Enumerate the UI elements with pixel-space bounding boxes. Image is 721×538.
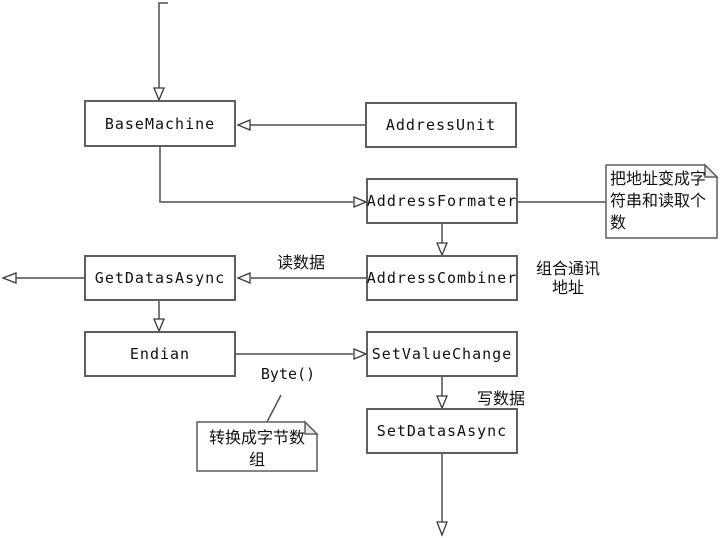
- node-label: Endian: [129, 345, 191, 363]
- arrowhead-left-basemachine: [236, 119, 251, 131]
- node-setdatasasync: SetDatasAsync: [366, 408, 518, 454]
- arrowhead-right-setvaluechange: [353, 348, 368, 360]
- node-label: SetDatasAsync: [376, 422, 508, 440]
- edge-label-byte-call: Byte(): [260, 365, 316, 383]
- arrowhead-down-basemachine: [153, 87, 165, 102]
- node-addressunit: AddressUnit: [365, 102, 517, 148]
- arrowhead-down-endian: [153, 318, 165, 333]
- connector-top-entry: [158, 2, 168, 95]
- connector-basemachine-addressformater: [159, 147, 353, 203]
- arrowhead-left-exit: [1, 272, 17, 284]
- node-endian: Endian: [84, 331, 236, 377]
- node-label: GetDatasAsync: [94, 269, 226, 287]
- note-address-format-text: 把地址变成字符串和读取个数: [610, 171, 707, 232]
- edge-label-write-data: 写数据: [476, 391, 525, 408]
- node-basemachine: BaseMachine: [84, 100, 236, 147]
- node-label: BaseMachine: [104, 114, 216, 133]
- node-getdatasasync: GetDatasAsync: [84, 255, 236, 301]
- note-fold-icon: [304, 420, 319, 435]
- arrowhead-down-exit: [436, 521, 448, 537]
- note-fold-icon: [704, 163, 719, 178]
- note-byte-array-text: 转换成字节数组: [208, 430, 305, 469]
- connector-note-byte-leader: [266, 394, 282, 423]
- node-label: AddressUnit: [385, 116, 497, 134]
- arrowhead-down-setdatasasync: [436, 395, 448, 410]
- node-label: AddressFormater: [366, 192, 518, 210]
- arrowhead-left-getdatasasync: [236, 272, 251, 284]
- node-addresscombiner: AddressCombiner: [366, 255, 518, 301]
- node-label: SetValueChange: [371, 345, 513, 363]
- arrowhead-right-addressformater: [353, 196, 368, 208]
- note-shape-byte-array: [196, 421, 318, 472]
- node-setvaluechange: SetValueChange: [366, 331, 518, 377]
- arrowhead-down-addresscombiner: [436, 242, 448, 257]
- note-shape-address-format: [605, 164, 718, 239]
- edge-label-combine-address: 组合通讯 地址: [535, 261, 600, 297]
- edge-label-read-data: 读数据: [276, 255, 325, 272]
- node-addressformater: AddressFormater: [366, 178, 518, 224]
- node-label: AddressCombiner: [366, 269, 518, 287]
